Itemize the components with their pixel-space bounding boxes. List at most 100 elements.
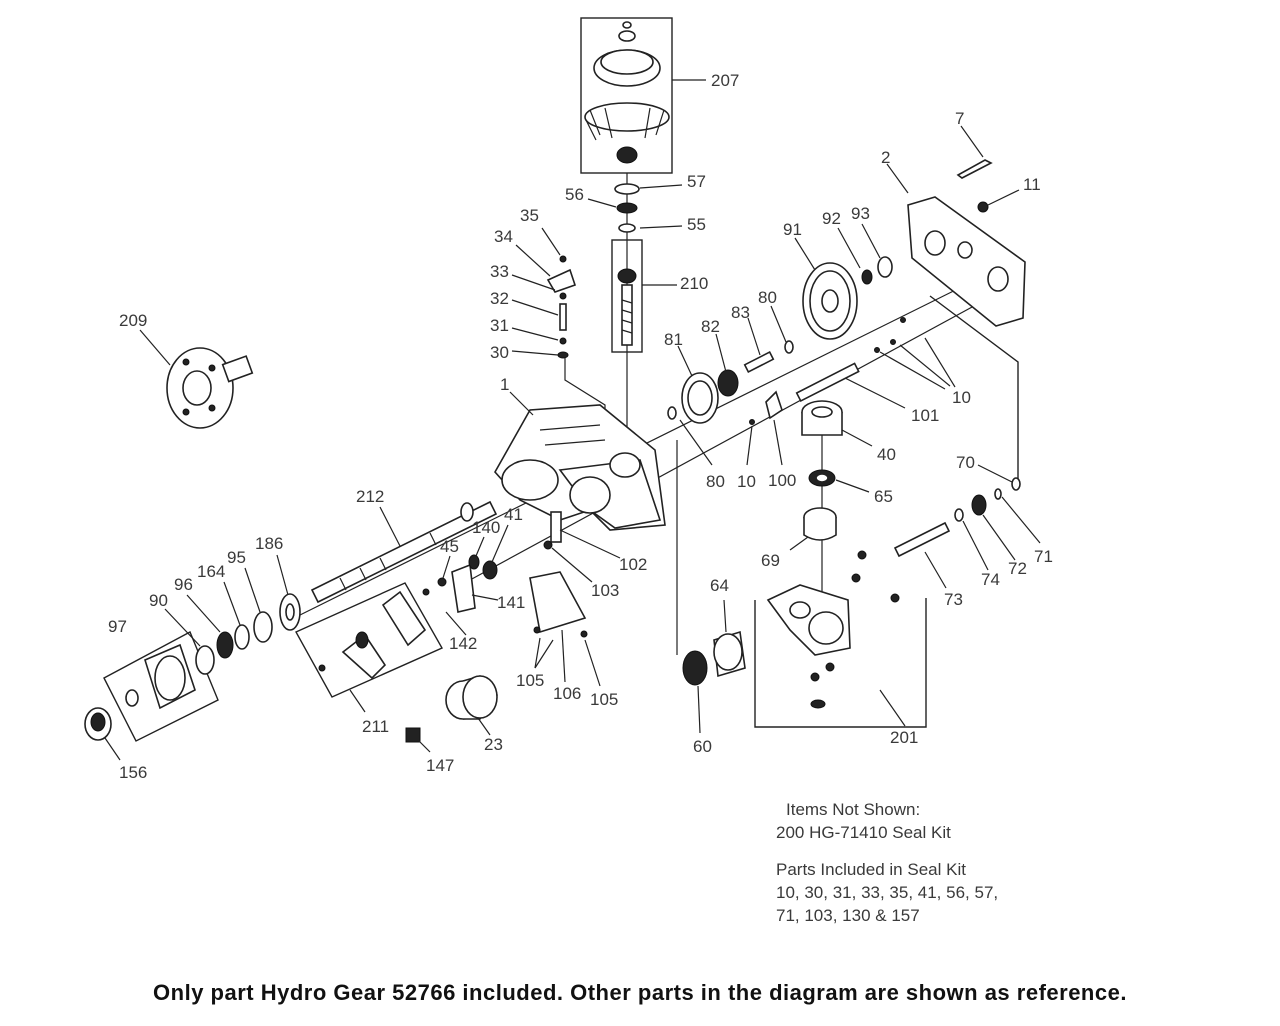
part-91-gear [802, 262, 858, 340]
part-201-center-section [766, 550, 900, 709]
part-164-ring [234, 624, 250, 650]
label-211: 211 [362, 717, 389, 736]
label-156: 156 [119, 763, 147, 782]
part-90-ring [195, 645, 215, 675]
part-73-shaft [893, 521, 951, 558]
label-102: 102 [619, 555, 647, 574]
part-45-washer [437, 577, 447, 587]
label-32: 32 [490, 289, 509, 308]
label-142: 142 [449, 634, 477, 653]
label-23: 23 [484, 735, 503, 754]
label-164: 164 [197, 562, 225, 581]
label-33: 33 [490, 262, 509, 281]
part-141-plate [451, 563, 476, 613]
part-207-pulley-fan [584, 21, 670, 164]
part-105-bolt-right [580, 630, 588, 638]
part-55-ring [618, 223, 636, 233]
label-210: 210 [680, 274, 708, 293]
label-1: 1 [500, 375, 509, 394]
label-57: 57 [687, 172, 706, 191]
part-97-hub-assembly [125, 643, 196, 710]
part-142-bolt [422, 588, 430, 596]
part-10-pin-upper-a [874, 347, 880, 353]
label-97: 97 [108, 617, 127, 636]
label-31: 31 [490, 316, 509, 335]
part-82-gear [717, 369, 739, 397]
part-labels: 207 7 2 11 57 56 55 35 34 33 32 31 30 21… [108, 71, 1053, 782]
part-186-flange [279, 593, 301, 631]
label-2: 2 [881, 148, 890, 167]
label-90: 90 [149, 591, 168, 610]
part-72-gear [971, 494, 987, 516]
label-96: 96 [174, 575, 193, 594]
box-201 [754, 598, 927, 728]
part-57-seal [614, 183, 640, 195]
label-74: 74 [981, 570, 1000, 589]
footer-disclaimer: Only part Hydro Gear 52766 included. Oth… [153, 980, 1127, 1005]
label-60: 60 [693, 737, 712, 756]
label-55: 55 [687, 215, 706, 234]
label-105-left: 105 [516, 671, 544, 690]
part-69-block [803, 507, 837, 541]
part-2-cover [907, 196, 1026, 327]
part-7-bolt [956, 159, 993, 179]
part-103-pin [543, 540, 553, 550]
seal-kit-line: 200 HG-71410 Seal Kit [776, 823, 951, 842]
axis-main [299, 262, 1011, 616]
part-83-shaft [743, 351, 775, 373]
label-207: 207 [711, 71, 739, 90]
seal-kit-included-line-2: 71, 103, 130 & 157 [776, 906, 920, 925]
part-56-ring [616, 202, 638, 214]
part-210-shaft [617, 268, 637, 346]
label-65: 65 [874, 487, 893, 506]
part-105-bolt-left [533, 626, 541, 634]
label-40: 40 [877, 445, 896, 464]
seal-kit-included-title: Parts Included in Seal Kit [776, 860, 966, 879]
part-102-pin [550, 511, 562, 543]
part-156-cap [84, 707, 112, 741]
part-209-hub [166, 347, 254, 429]
label-73: 73 [944, 590, 963, 609]
label-83: 83 [731, 303, 750, 322]
label-100: 100 [768, 471, 796, 490]
part-80-washer-lower [667, 406, 677, 420]
label-140: 140 [472, 518, 500, 537]
label-101: 101 [911, 406, 939, 425]
box-97 [103, 631, 219, 742]
label-35: 35 [520, 206, 539, 225]
box-211 [295, 582, 443, 698]
label-80-lower: 80 [706, 472, 725, 491]
label-186: 186 [255, 534, 283, 553]
label-103: 103 [591, 581, 619, 600]
label-41: 41 [504, 505, 523, 524]
part-41-seal [482, 560, 498, 580]
part-40-cylinder-block [801, 400, 843, 436]
part-101-shaft [795, 362, 860, 403]
part-71-ring [994, 488, 1002, 500]
part-1-housing [494, 404, 666, 531]
part-10-pin-lower [749, 419, 755, 425]
label-64: 64 [710, 576, 729, 595]
label-10-lower: 10 [737, 472, 756, 491]
label-70: 70 [956, 453, 975, 472]
part-10-pin-upper-c [900, 317, 906, 323]
part-140-ring [468, 554, 480, 570]
box-right-cover [929, 295, 1019, 484]
label-201: 201 [890, 728, 918, 747]
label-212: 212 [356, 487, 384, 506]
leader-lines [104, 79, 1041, 761]
part-60-gear [682, 650, 708, 686]
label-92: 92 [822, 209, 841, 228]
items-not-shown-title: Items Not Shown: [786, 800, 921, 819]
label-91: 91 [783, 220, 802, 239]
part-81-gear [681, 372, 719, 424]
part-70-ring [1011, 477, 1021, 491]
part-95-bearing [253, 611, 273, 643]
part-30-35-stack [546, 255, 577, 359]
part-212-axle [310, 500, 498, 604]
items-not-shown-notes: Items Not Shown: 200 HG-71410 Seal Kit P… [776, 798, 998, 927]
part-96-seal [216, 631, 234, 659]
part-106-bracket [529, 571, 587, 634]
part-100-bracket [765, 390, 783, 420]
